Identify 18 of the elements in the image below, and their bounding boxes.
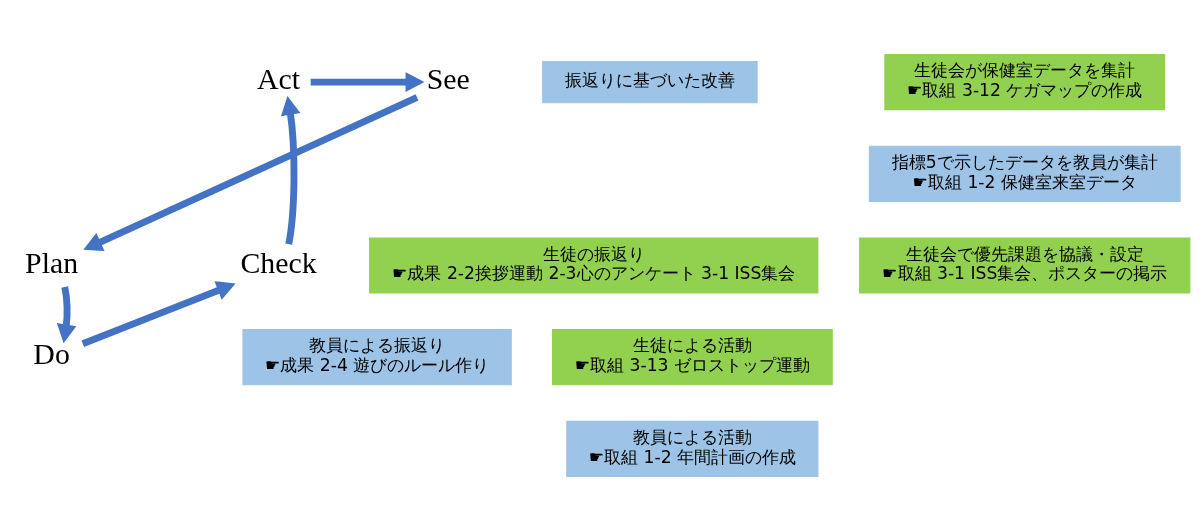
node-box: 振返りに基づいた改善 xyxy=(542,60,758,104)
node-box: 生徒の振返り ☛成果 2-2挨拶運動 2-3心のアンケート 3-1 ISS集会 xyxy=(369,237,819,294)
node-text: Do xyxy=(33,337,70,371)
arrow xyxy=(310,72,425,92)
node-box: 生徒による活動 ☛取組 3-13 ゼロストップ運動 xyxy=(551,329,833,386)
node-text: Check xyxy=(240,245,317,279)
node-box: 生徒会で優先課題を協議・設定 ☛取組 3-1 ISS集会、ポスターの掲示 xyxy=(859,237,1191,294)
node-text: See xyxy=(426,62,470,96)
arrow xyxy=(81,281,236,347)
node-text: Act xyxy=(257,62,301,96)
arrow xyxy=(83,94,419,252)
node-box: 教員による活動 ☛取組 1-2 年間計画の作成 xyxy=(566,420,819,477)
node-box: 指標5で示したデータを教員が集計 ☛取組 1-2 保健室来室データ xyxy=(868,145,1181,202)
arrow xyxy=(56,286,77,344)
arrow xyxy=(280,96,301,245)
node-text: Plan xyxy=(25,245,79,279)
node-box: 生徒会が保健室データを集計 ☛取組 3-12 ケガマップの作成 xyxy=(884,54,1166,111)
node-box: 教員による振返り ☛成果 2-4 遊びのルール作り xyxy=(242,329,512,386)
